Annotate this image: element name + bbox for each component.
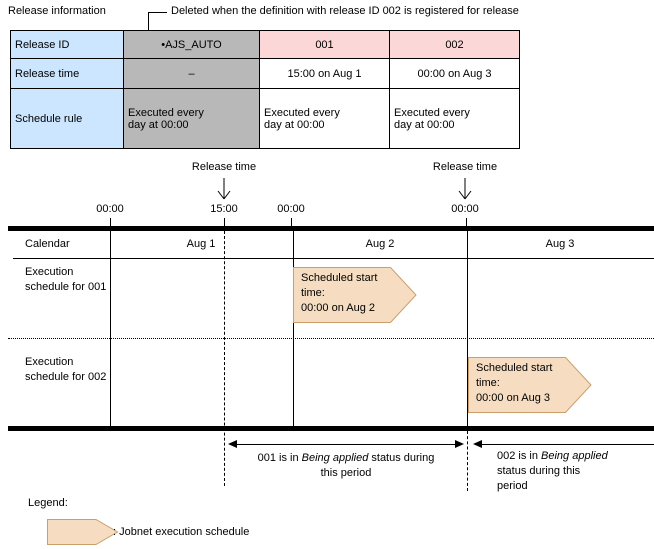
jobnet-schedule-legend-icon <box>47 519 119 545</box>
release-time-dashed-line-1500 <box>224 231 225 486</box>
day-boundary-aug1 <box>110 231 111 426</box>
timeline-bottom-rule <box>8 426 654 431</box>
cell-release-id-001: 001 <box>259 30 390 59</box>
annotation-connector-horizontal <box>148 12 167 13</box>
scheduled-start-text-001: Scheduled start time: 00:00 on Aug 2 <box>301 272 378 314</box>
day-label-aug3: Aug 3 <box>545 238 575 250</box>
left-arrowhead-icon <box>228 440 237 448</box>
release-time-dashed-line-0000 <box>467 431 468 491</box>
period-001-annotation: 001 is in Being applied status during th… <box>257 452 435 479</box>
tick-mark <box>466 218 467 226</box>
period-002-span-line <box>481 444 654 445</box>
annotation-connector-vertical <box>148 12 149 39</box>
release-information-table: Release ID •AJS_AUTO 001 002 Release tim… <box>10 30 520 149</box>
calendar-row-border <box>13 258 654 259</box>
tick-mark <box>110 218 111 226</box>
table-row-schedule-rule: Schedule rule Executed every day at 00:0… <box>10 88 520 149</box>
time-label-0000-aug3: 00:00 <box>451 203 479 215</box>
diagram-title: Release information <box>8 5 106 17</box>
row-separator-dotted <box>8 338 654 339</box>
release-time-label-1: Release time <box>191 161 257 173</box>
row-label-execution-schedule-002: Execution schedule for 002 <box>25 356 107 383</box>
tick-mark <box>224 218 225 226</box>
down-arrow-icon <box>458 178 472 200</box>
row-label-execution-schedule-001: Execution schedule for 001 <box>25 266 107 293</box>
day-label-aug2: Aug 2 <box>365 238 395 250</box>
time-label-0000-aug1: 00:00 <box>96 203 124 215</box>
cell-release-id-002: 002 <box>389 30 520 59</box>
tick-mark <box>291 218 292 226</box>
cell-schedule-rule-002: Executed every day at 00:00 <box>389 88 520 149</box>
table-row-release-id: Release ID •AJS_AUTO 001 002 <box>10 30 520 59</box>
jobnet-schedule-arrow-002 <box>468 357 592 413</box>
time-label-0000-aug2: 00:00 <box>277 203 305 215</box>
day-label-aug1: Aug 1 <box>186 238 216 250</box>
cell-schedule-rule-001: Executed every day at 00:00 <box>259 88 390 149</box>
cell-release-time-001: 15:00 on Aug 1 <box>259 58 390 89</box>
bullet-icon: • <box>161 38 166 51</box>
day-boundary-aug2 <box>293 231 294 426</box>
cell-release-time-auto: – <box>123 58 260 89</box>
timeline-top-rule <box>8 226 654 231</box>
day-boundary-aug3 <box>467 231 468 426</box>
row-header-release-time: Release time <box>10 58 124 89</box>
legend-title: Legend: <box>28 497 68 509</box>
period-001-span-line <box>236 444 457 445</box>
down-arrow-icon <box>217 178 231 200</box>
cell-release-time-002: 00:00 on Aug 3 <box>389 58 520 89</box>
scheduled-start-text-002: Scheduled start time: 00:00 on Aug 3 <box>476 362 553 404</box>
cell-schedule-rule-auto: Executed every day at 00:00 <box>123 88 260 149</box>
table-row-release-time: Release time – 15:00 on Aug 1 00:00 on A… <box>10 58 520 89</box>
left-arrowhead-icon <box>473 440 482 448</box>
row-header-release-id: Release ID <box>10 30 124 59</box>
calendar-row-label: Calendar <box>25 238 70 250</box>
release-time-label-2: Release time <box>432 161 498 173</box>
time-label-1500: 15:00 <box>210 203 238 215</box>
row-header-schedule-rule: Schedule rule <box>10 88 124 149</box>
period-002-annotation: 002 is in Being applied status during th… <box>497 450 608 492</box>
cell-ajs-auto: •AJS_AUTO <box>123 30 260 59</box>
legend-item-label: : Jobnet execution schedule <box>113 526 250 538</box>
deleted-note: Deleted when the definition with release… <box>171 5 519 17</box>
jobnet-schedule-arrow-001 <box>293 267 417 323</box>
right-arrowhead-icon <box>455 440 464 448</box>
